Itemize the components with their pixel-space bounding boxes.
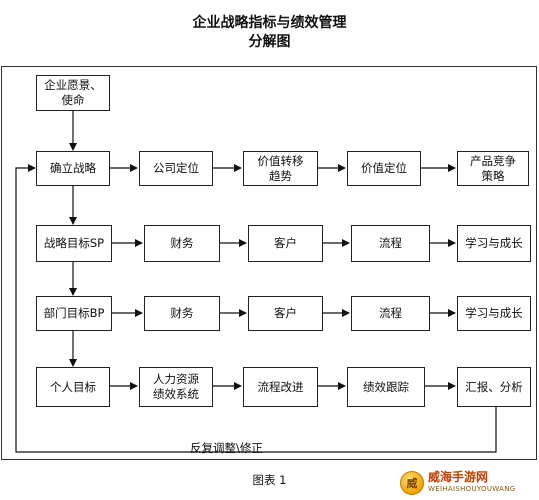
value-positioning-box: 价值定位 [347,151,421,186]
process-box-bp: 流程 [351,296,430,331]
department-goal-bp-box: 部门目标BP [36,296,112,331]
performance-tracking-box: 绩效跟踪 [347,367,425,407]
customer-box-sp: 客户 [248,225,323,262]
finance-box-sp: 财务 [144,225,220,262]
product-competition-box: 产品竞争 策略 [457,151,529,186]
finance-box-bp: 财务 [144,296,220,331]
personal-goal-box: 个人目标 [36,367,110,407]
diagram-subtitle: 分解图 [248,34,291,50]
watermark-url: WEIHAISHOUYOUWANG [428,485,516,493]
establish-strategy-box: 确立战略 [36,151,110,186]
watermark: 威 威海手游网 WEIHAISHOUYOUWANG [400,470,535,496]
process-improvement-box: 流程改进 [243,367,318,407]
learning-growth-box-bp: 学习与成长 [457,296,531,331]
diagram-title: 企业战略指标与绩效管理 [192,15,347,31]
watermark-logo-icon: 威 [400,471,424,495]
customer-box-bp: 客户 [248,296,323,331]
diagram-frame [1,66,537,460]
company-positioning-box: 公司定位 [139,151,213,186]
feedback-label: 反复调整\修正 [190,441,263,455]
strategic-goal-sp-box: 战略目标SP [36,225,112,262]
feedback-loop-line [15,164,497,453]
report-analysis-box: 汇报、分析 [457,367,531,407]
process-box-sp: 流程 [351,225,430,262]
vision-box: 企业愿景、 使命 [36,75,110,111]
value-migration-trend-box: 价值转移 趋势 [243,151,318,186]
learning-growth-box-sp: 学习与成长 [457,225,531,262]
figure-caption: 图表 1 [252,473,287,487]
hr-performance-system-box: 人力资源 绩效系统 [139,367,213,407]
watermark-name: 威海手游网 [428,470,489,484]
